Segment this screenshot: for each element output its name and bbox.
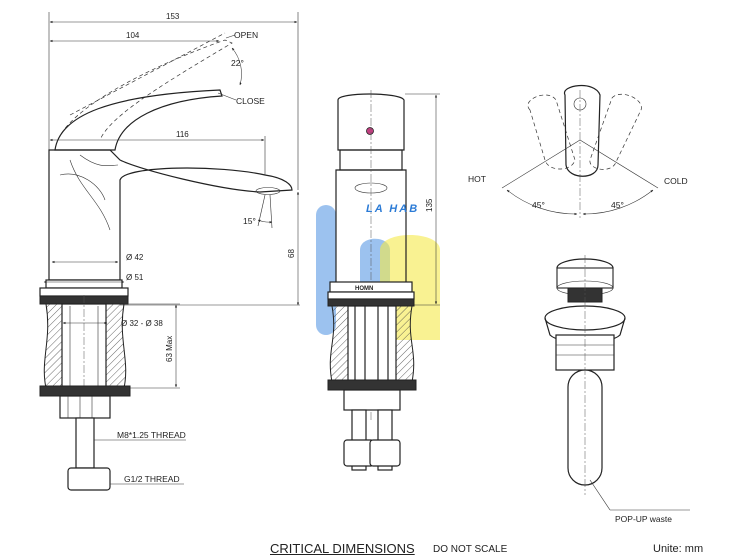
dim-116: 116	[176, 130, 189, 139]
label-22deg: 22°	[231, 58, 244, 68]
footer-title: CRITICAL DIMENSIONS	[270, 541, 415, 556]
label-open: OPEN	[234, 30, 258, 40]
label-45-right: 45°	[611, 200, 624, 210]
popup-waste-view: POP-UP waste	[544, 255, 690, 524]
side-view: 153 104 OPEN 22° CLOSE 116 15° 68	[39, 12, 300, 491]
dim-63max: 63 Max	[165, 336, 174, 362]
handle-view: HOT COLD 45° 45°	[468, 85, 688, 218]
dim-153: 153	[166, 12, 180, 21]
dim-d32-d38: Ø 32 - Ø 38	[121, 319, 163, 328]
dim-d51: Ø 51	[126, 273, 144, 282]
label-hot: HOT	[468, 174, 486, 184]
dim-104: 104	[126, 31, 140, 40]
label-thread-m8: M8*1.25 THREAD	[117, 430, 186, 440]
label-close: CLOSE	[236, 96, 265, 106]
label-popup-waste: POP-UP waste	[615, 514, 672, 524]
footer-unit: Unite: mm	[653, 543, 704, 555]
label-thread-g12: G1/2 THREAD	[124, 474, 180, 484]
drawing-canvas: 153 104 OPEN 22° CLOSE 116 15° 68	[39, 12, 690, 524]
front-view: 135 HOMN	[316, 90, 440, 471]
dim-135: 135	[425, 198, 434, 212]
footer-note: DO NOT SCALE	[433, 544, 508, 555]
label-45-left: 45°	[532, 200, 545, 210]
footer: CRITICAL DIMENSIONS DO NOT SCALE Unite: …	[0, 540, 750, 560]
label-cold: COLD	[664, 176, 688, 186]
dim-68: 68	[287, 249, 296, 258]
watermark-text: LA HAB	[366, 203, 420, 215]
brand-mark: HOMN	[355, 286, 373, 292]
label-15deg: 15°	[243, 216, 256, 226]
dim-d42: Ø 42	[126, 253, 144, 262]
